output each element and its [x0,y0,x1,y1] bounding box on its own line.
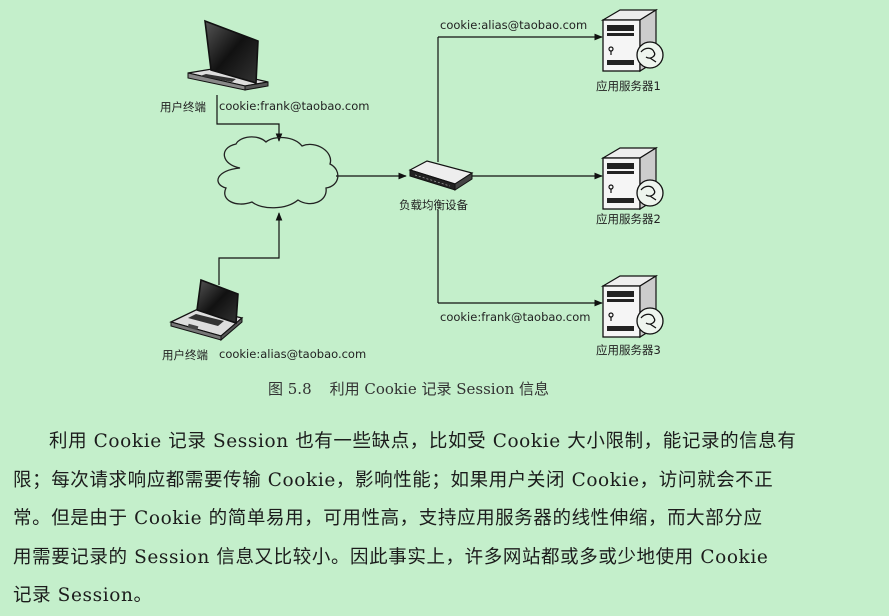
figure-caption: 图 5.8 利用 Cookie 记录 Session 信息 [268,378,549,399]
paragraph-line: 限；每次请求响应都需要传输 Cookie，影响性能；如果用户关闭 Cookie，… [13,469,774,491]
architecture-diagram [169,8,664,342]
figure-number: 图 5.8 [268,380,312,398]
paragraph-line: 常。但是由于 Cookie 的简单易用，可用性高，支持应用服务器的线性伸缩，而大… [13,508,763,529]
server-icon-1 [600,8,664,73]
server-2-label: 应用服务器2 [596,212,661,226]
paragraph-line: 记录 Session。 [13,585,153,606]
laptop-icon-top [187,19,269,91]
laptop-icon-bottom [169,278,244,342]
connector-load-balancer-to-servers [437,33,603,307]
internet-cloud-icon [217,136,339,209]
server-3-cookie-label: cookie:frank@taobao.com [440,310,591,324]
terminal-bottom-label: 用户终端 [162,348,208,362]
server-1-label: 应用服务器1 [596,79,661,93]
connector-terminal-bottom-to-cloud [218,212,283,285]
body-paragraph: 利用 Cookie 记录 Session 也有一些缺点，比如受 Cookie 大… [13,423,843,616]
paragraph-line: 用需要记录的 Session 信息又比较小。因此事实上，许多网站都或多或少地使用… [13,546,769,568]
load-balancer-label: 负载均衡设备 [399,198,468,212]
load-balancer-icon [408,160,474,191]
server-icon-2 [600,146,664,211]
figure-title: 利用 Cookie 记录 Session 信息 [329,380,550,398]
server-1-cookie-label: cookie:alias@taobao.com [440,18,588,32]
terminal-top-cookie-label: cookie:frank@taobao.com [219,99,370,113]
connector-terminal-top-to-cloud [216,95,283,142]
server-3-label: 应用服务器3 [596,343,661,357]
server-icon-3 [600,274,664,339]
terminal-top-label: 用户终端 [160,100,206,114]
paragraph-line: 利用 Cookie 记录 Session 也有一些缺点，比如受 Cookie 大… [49,431,797,452]
terminal-bottom-cookie-label: cookie:alias@taobao.com [219,347,367,361]
